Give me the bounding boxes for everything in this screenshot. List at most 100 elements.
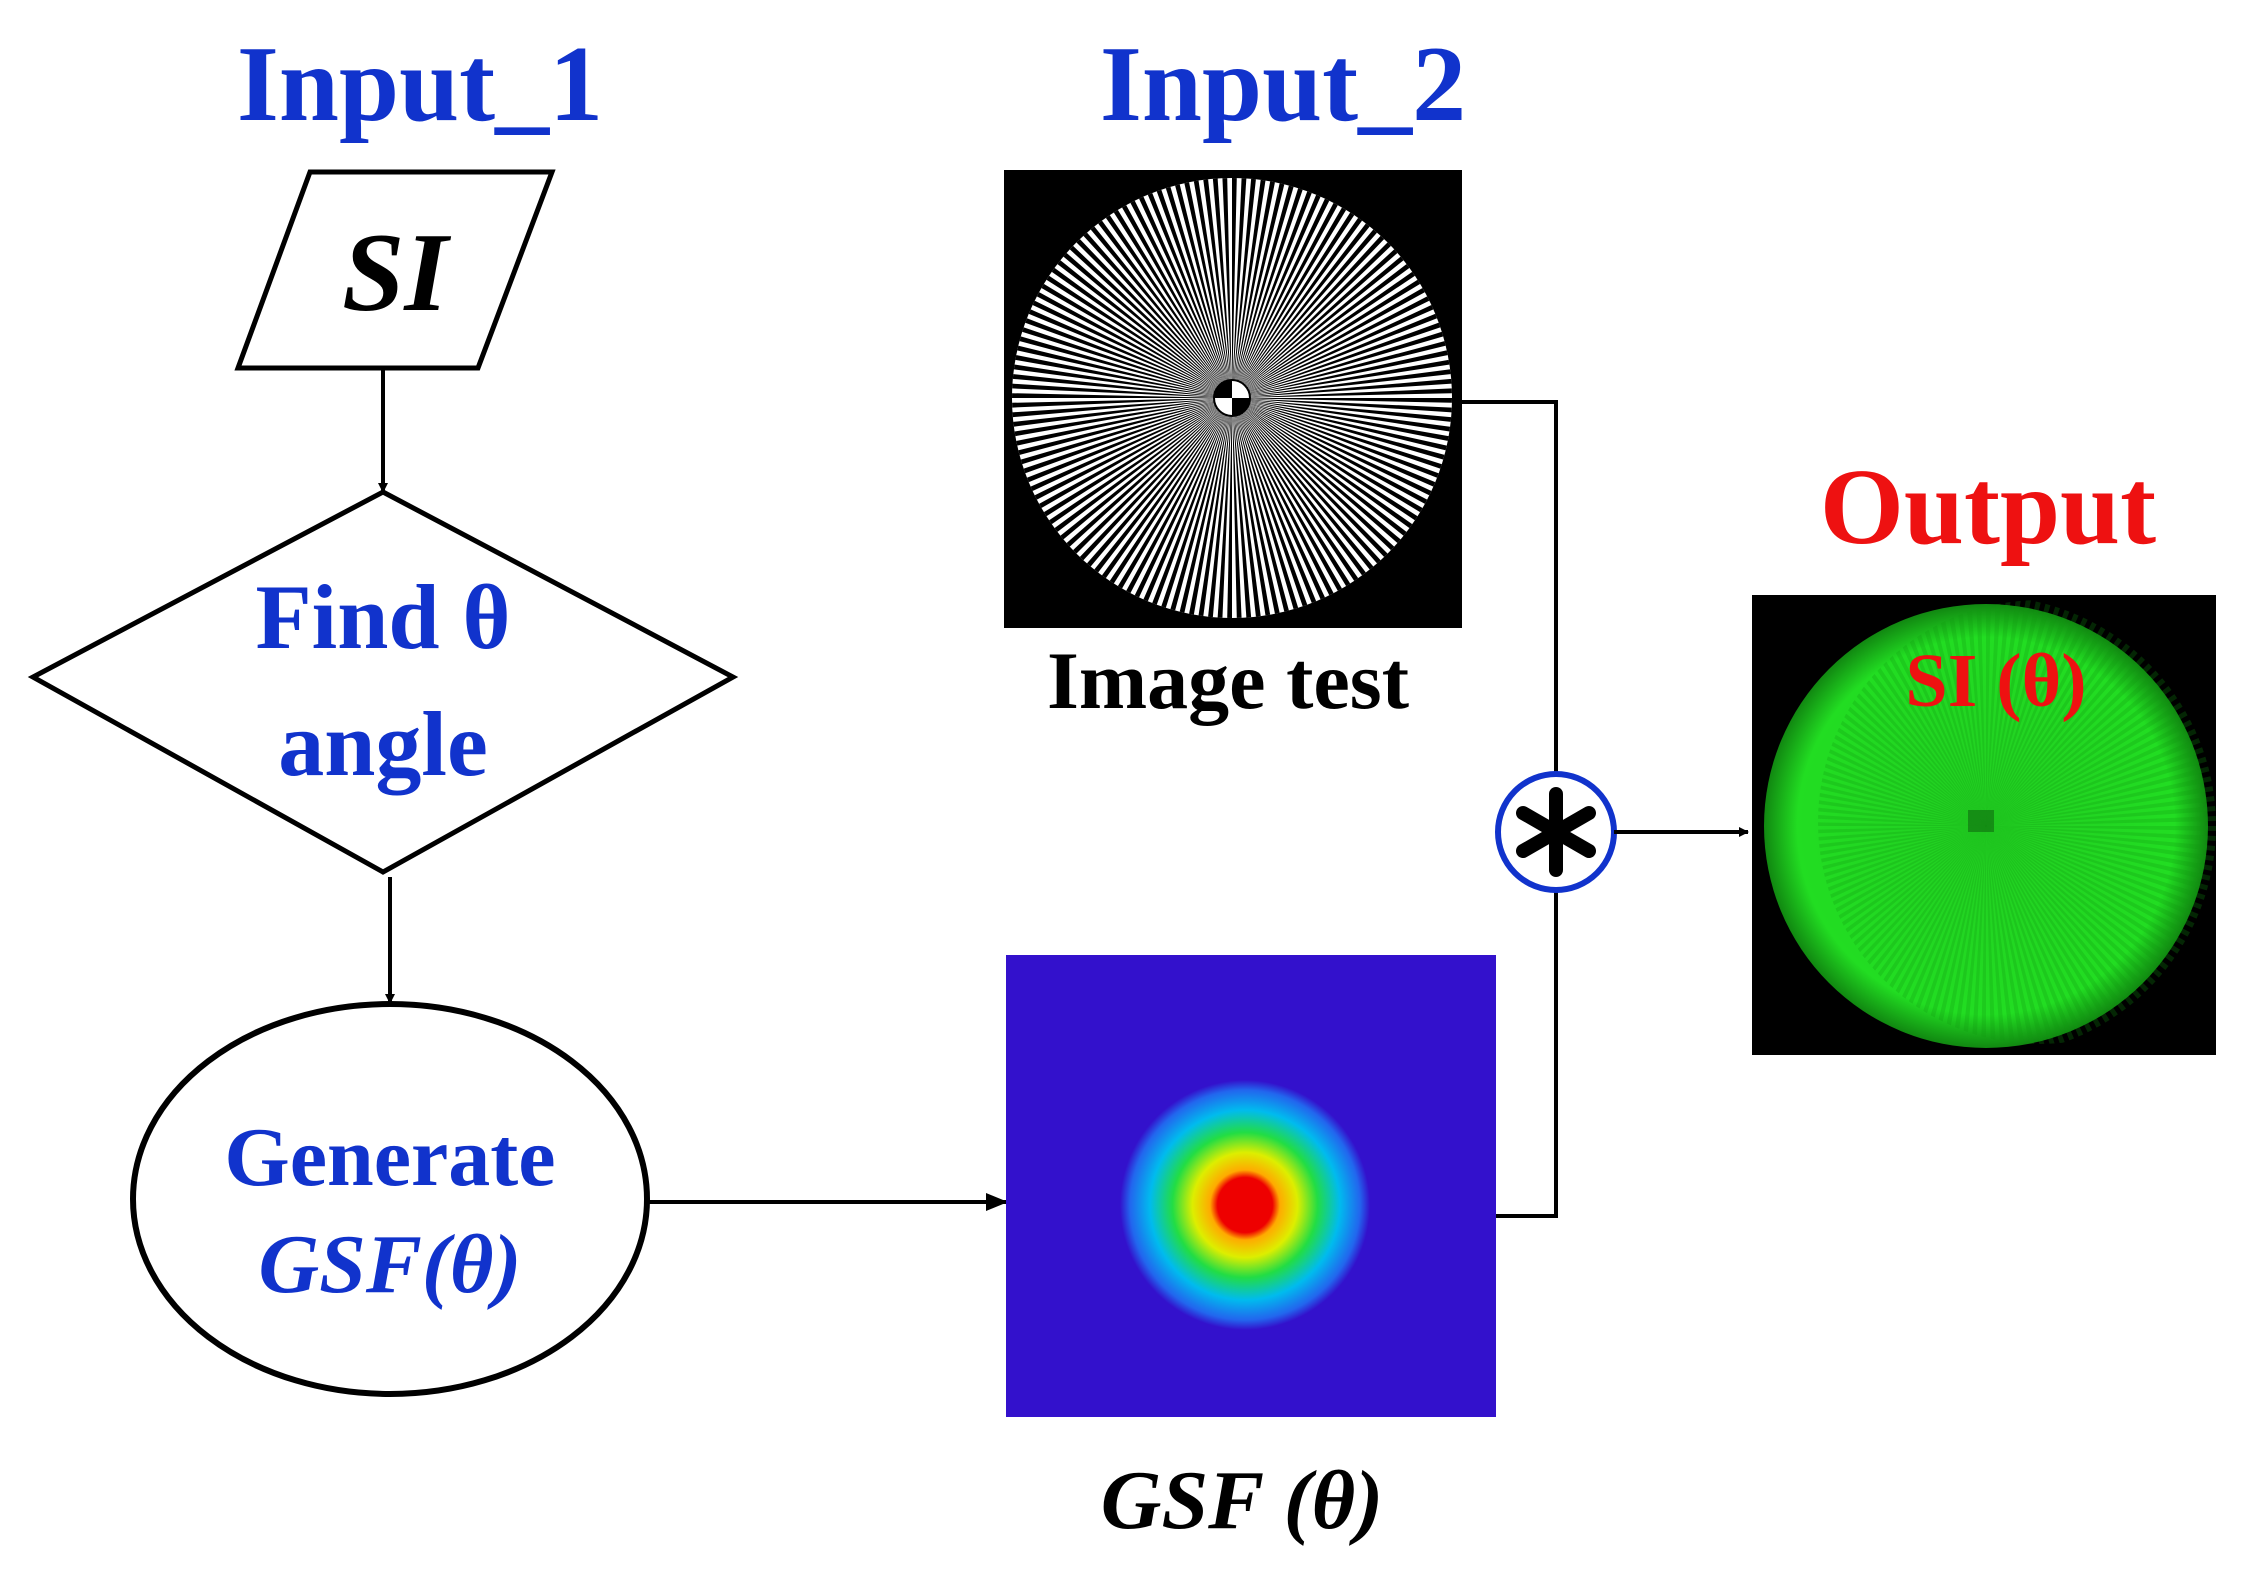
spoke [1986, 719, 2193, 826]
spoke [1232, 398, 1302, 618]
spoke [1986, 626, 2106, 826]
spoke [1946, 600, 1986, 826]
spoke [1986, 826, 2142, 999]
spoke [1986, 826, 2065, 1044]
spoke [1986, 711, 2188, 826]
spoke [1012, 398, 1232, 408]
spoke [1827, 826, 1986, 996]
spoke [1986, 643, 2130, 826]
spoke [1986, 826, 2056, 1044]
spoke [1232, 398, 1330, 609]
spoke [1907, 608, 1986, 826]
spoke [1012, 353, 1232, 398]
spoke [1232, 398, 1432, 518]
spoke [1232, 398, 1441, 500]
spoke [1986, 826, 2156, 985]
spoke [1088, 398, 1232, 581]
spoke [1986, 606, 2060, 826]
spoke [1232, 398, 1292, 618]
spoke [1818, 821, 1986, 826]
spoke [1232, 388, 1452, 398]
spoke [1916, 605, 1986, 826]
spoke [1818, 826, 1986, 866]
spoke [1838, 646, 1986, 826]
spoke [1986, 600, 2031, 826]
spoke [1046, 398, 1232, 538]
spoke [1986, 826, 2214, 861]
si-input-parallelogram [234, 169, 556, 371]
spoke [1232, 178, 1306, 398]
spoke [1898, 611, 1986, 826]
spoke [1986, 617, 2088, 826]
spoke [1232, 398, 1452, 472]
spoke [1012, 343, 1232, 398]
input1-heading: Input_1 [237, 25, 603, 144]
spoke [1043, 262, 1232, 398]
spoke [1986, 826, 2101, 1028]
spoke [1986, 694, 2178, 826]
spoke [1232, 194, 1343, 398]
spoke [1818, 791, 1986, 826]
spoke [1858, 826, 1986, 1020]
spoke [1232, 398, 1320, 613]
spoke [1232, 398, 1282, 618]
spoke [1818, 715, 1986, 826]
spoke [1854, 634, 1986, 826]
spoke [1202, 178, 1232, 398]
spoke [1818, 811, 1986, 826]
spoke [1139, 398, 1232, 611]
spoke [1187, 398, 1232, 618]
spoke [1232, 198, 1352, 398]
output-si-label: SI (θ) [1905, 639, 2086, 723]
spoke [1842, 826, 1986, 1009]
spoke [1232, 258, 1418, 398]
spoke [1986, 613, 2079, 826]
spoke [1232, 398, 1452, 433]
spoke [1986, 826, 2026, 1044]
spoke [1012, 333, 1232, 398]
spoke [1162, 178, 1232, 398]
spoke [1232, 235, 1399, 398]
spoke [1986, 686, 2172, 826]
spoke [1062, 239, 1232, 398]
spoke [1232, 319, 1450, 398]
spoke [1986, 806, 2216, 826]
spoke [1232, 189, 1334, 398]
spoke [1986, 826, 2118, 1018]
spoke [1232, 398, 1409, 550]
decision-line1: Find θ [255, 566, 510, 668]
spoke [1986, 728, 2197, 826]
spoke [1986, 826, 2084, 1037]
spoke [1059, 398, 1232, 554]
spoke [1012, 373, 1232, 398]
input2-heading: Input_2 [1100, 25, 1466, 144]
convolution-icon [1516, 787, 1596, 877]
spoke [1862, 629, 1986, 826]
spoke [1232, 398, 1452, 453]
spoke [1986, 826, 1996, 1044]
spoke [1232, 398, 1452, 443]
spoke [1986, 826, 2216, 851]
spoke [1232, 274, 1429, 398]
spoke [1197, 398, 1232, 618]
spoke [1232, 283, 1434, 398]
spoke [1956, 600, 1986, 826]
spoke [1232, 398, 1372, 584]
spoke [1232, 398, 1452, 403]
spoke [1232, 178, 1277, 398]
spoke [1232, 358, 1452, 398]
spoke [1232, 178, 1237, 398]
spoke [1818, 826, 1986, 876]
spoke [1052, 398, 1232, 546]
spoke [1232, 398, 1252, 618]
spoke [1986, 601, 2041, 826]
spoke [1028, 287, 1232, 398]
spoke [1986, 603, 2051, 826]
spoke [1232, 250, 1412, 398]
spoke [1986, 796, 2215, 826]
spoke [1986, 826, 2195, 928]
spoke [1040, 398, 1232, 530]
spoke [1819, 826, 1986, 989]
